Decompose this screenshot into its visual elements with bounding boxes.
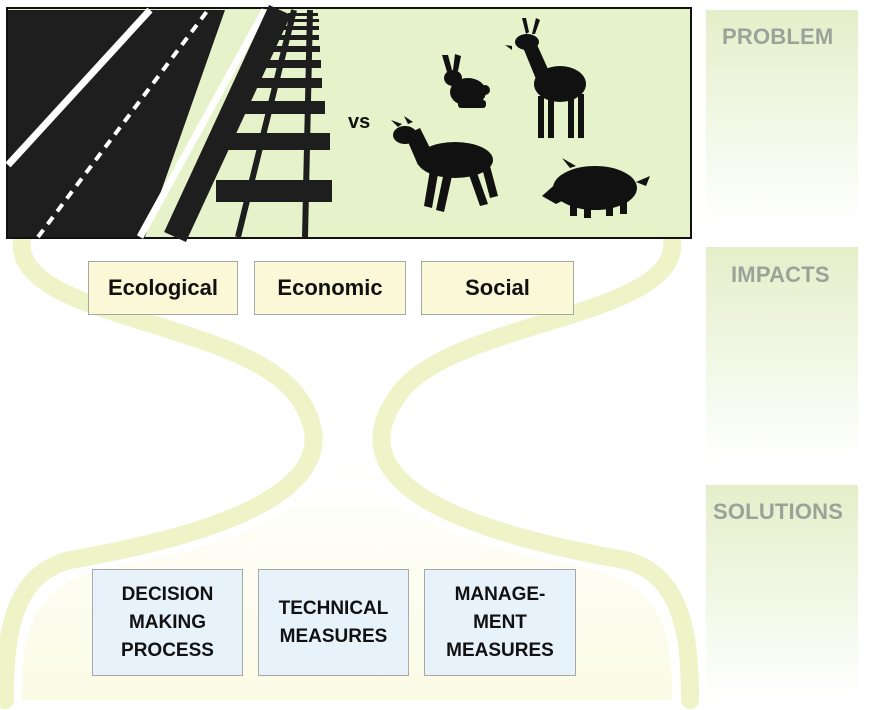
solution-line: MAKING — [128, 611, 207, 633]
roe-deer-icon — [505, 18, 586, 138]
solution-line: TECHNICAL — [278, 597, 389, 619]
versus-text: vs — [348, 111, 370, 133]
railway-illustration — [216, 9, 332, 238]
impact-box-economic: Economic — [254, 261, 406, 315]
rabbit-icon — [442, 54, 490, 108]
impact-box-social: Social — [421, 261, 574, 315]
stage-label-solutions: SOLUTIONS — [713, 499, 844, 524]
solution-line: DECISION — [121, 583, 214, 605]
solution-line: PROCESS — [121, 639, 214, 661]
solution-box-decision-making: DECISION MAKING PROCESS — [92, 569, 243, 676]
wild-boar-icon — [542, 158, 650, 218]
solution-box-technical: TECHNICAL MEASURES — [258, 569, 409, 676]
stage-label-problem: PROBLEM — [722, 24, 834, 49]
solution-line: MEASURES — [446, 639, 554, 661]
stage-label-impacts: IMPACTS — [731, 262, 830, 287]
solution-line: MANAGE- — [454, 583, 546, 605]
solution-box-management: MANAGE- MENT MEASURES — [424, 569, 576, 676]
solution-line: MENT — [473, 611, 527, 633]
impact-box-ecological: Ecological — [88, 261, 238, 315]
solution-line: MEASURES — [279, 625, 388, 647]
doe-icon — [391, 116, 498, 212]
road-illustration — [5, 4, 291, 243]
impacts-column — [706, 247, 858, 462]
problem-column — [706, 10, 858, 222]
solutions-column — [706, 485, 858, 700]
